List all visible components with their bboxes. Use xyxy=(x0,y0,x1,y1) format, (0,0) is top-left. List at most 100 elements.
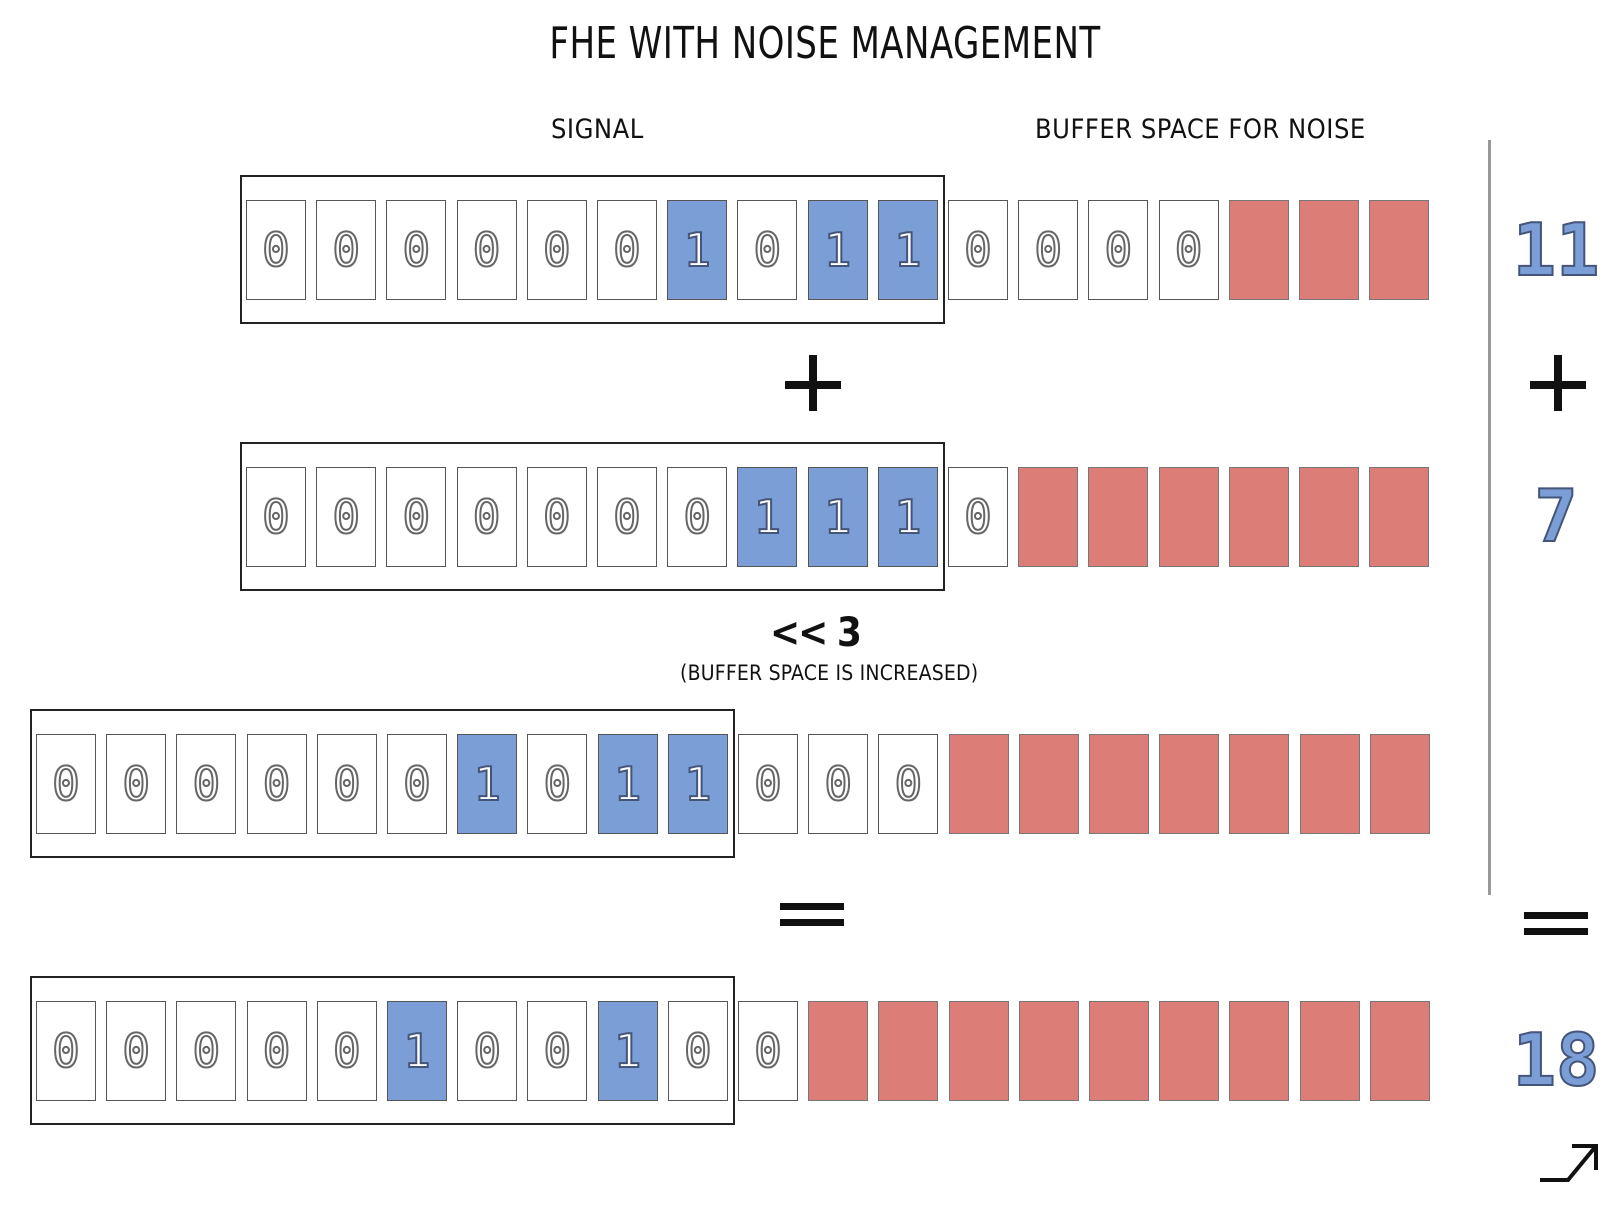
noise-cell xyxy=(1229,1001,1290,1101)
bit-cell: 0 xyxy=(246,734,307,834)
bit-cell: 0 xyxy=(176,734,237,834)
noise-cell xyxy=(1369,734,1430,834)
bit-digit: 0 xyxy=(753,222,783,278)
value-first: 11 xyxy=(1512,207,1601,293)
bit-cell: 0 xyxy=(948,200,1008,300)
bit-cell: 0 xyxy=(878,734,939,834)
bit-cell: 0 xyxy=(527,1001,588,1101)
bit-digit: 0 xyxy=(1033,222,1063,278)
bit-digit: 0 xyxy=(542,222,572,278)
noise-cell xyxy=(1159,1001,1220,1101)
bit-digit: 0 xyxy=(753,756,783,812)
bit-digit: 1 xyxy=(893,222,923,278)
noise-cell xyxy=(1089,1001,1149,1101)
bit-cell: 0 xyxy=(456,467,517,567)
noise-cell xyxy=(1018,467,1079,567)
noise-cell xyxy=(878,1001,939,1101)
bit-cell: 1 xyxy=(667,734,728,834)
bit-cell: 1 xyxy=(877,200,938,300)
bit-digit: 0 xyxy=(472,489,502,545)
bit-cell: 0 xyxy=(387,734,447,834)
signal-frame-row-3 xyxy=(30,709,735,858)
bit-digit: 0 xyxy=(402,222,432,278)
bit-digit: 0 xyxy=(192,756,222,812)
bit-cell: 1 xyxy=(457,734,518,834)
bit-cell: 0 xyxy=(456,200,517,300)
bit-cell: 0 xyxy=(246,200,306,300)
bit-digit: 0 xyxy=(51,756,81,812)
side-plus-operator xyxy=(1530,355,1590,415)
shift-operator: << 3 xyxy=(770,610,862,656)
noise-cell xyxy=(1228,200,1289,300)
bit-cell: 1 xyxy=(807,467,868,567)
bit-cell: 0 xyxy=(738,734,798,834)
bit-digit: 1 xyxy=(893,489,923,545)
bit-cell: 0 xyxy=(667,1001,728,1101)
bit-cell: 0 xyxy=(386,200,447,300)
bit-cell: 1 xyxy=(737,467,798,567)
value-result: 18 xyxy=(1512,1017,1601,1103)
bit-digit: 1 xyxy=(613,1023,643,1079)
noise-cell xyxy=(948,734,1009,834)
bit-cell: 0 xyxy=(316,734,377,834)
bit-digit: 0 xyxy=(542,489,572,545)
bit-digit: 1 xyxy=(613,756,643,812)
bit-cell: 0 xyxy=(36,1001,96,1101)
noise-cell xyxy=(1018,1001,1079,1101)
bit-digit: 0 xyxy=(192,1023,222,1079)
bit-cell: 0 xyxy=(316,1001,377,1101)
bit-digit: 0 xyxy=(262,1023,292,1079)
bit-digit: 0 xyxy=(963,489,993,545)
signal-frame-row-2 xyxy=(240,442,945,591)
noise-cell xyxy=(1228,467,1289,567)
noise-cell xyxy=(808,1001,869,1101)
bit-digit: 0 xyxy=(612,489,642,545)
bit-digit: 0 xyxy=(753,1023,783,1079)
bit-cell: 0 xyxy=(948,467,1008,567)
bit-cell: 1 xyxy=(597,1001,658,1101)
noise-cell xyxy=(1299,200,1359,300)
diagram-title: FHE WITH NOISE MANAGEMENT xyxy=(549,18,1101,69)
bit-digit: 0 xyxy=(402,489,432,545)
divider-line xyxy=(1488,140,1491,895)
noise-cell xyxy=(1088,467,1149,567)
bit-cell: 0 xyxy=(738,1001,798,1101)
bit-digit: 0 xyxy=(332,1023,362,1079)
bit-digit: 1 xyxy=(823,489,853,545)
signal-frame-row-4 xyxy=(30,976,735,1125)
bit-cell: 0 xyxy=(808,734,869,834)
bit-cell: 0 xyxy=(246,1001,307,1101)
bit-cell: 0 xyxy=(1158,200,1219,300)
bit-digit: 0 xyxy=(1174,222,1204,278)
bit-cell: 0 xyxy=(667,467,728,567)
bit-cell: 0 xyxy=(526,467,587,567)
noise-cell xyxy=(1229,734,1290,834)
noise-cell xyxy=(1299,467,1359,567)
bit-cell: 0 xyxy=(36,734,96,834)
bit-digit: 0 xyxy=(612,222,642,278)
bit-cell: 0 xyxy=(597,200,657,300)
equals-operator xyxy=(780,903,844,929)
bit-digit: 0 xyxy=(121,756,151,812)
bit-digit: 0 xyxy=(682,489,712,545)
bit-digit: 0 xyxy=(823,756,853,812)
bit-cell: 1 xyxy=(877,467,938,567)
bit-cell: 0 xyxy=(597,467,657,567)
noise-cell xyxy=(1089,734,1149,834)
bit-cell: 1 xyxy=(597,734,658,834)
noise-cell xyxy=(1299,734,1360,834)
bit-digit: 0 xyxy=(261,222,291,278)
buffer-header: BUFFER SPACE FOR NOISE xyxy=(1035,114,1366,145)
noise-cell xyxy=(1158,467,1219,567)
bit-cell: 0 xyxy=(386,467,447,567)
noise-cell xyxy=(1018,734,1079,834)
bit-digit: 0 xyxy=(262,756,292,812)
bit-cell: 0 xyxy=(246,467,306,567)
bit-cell: 0 xyxy=(316,200,377,300)
bit-cell: 0 xyxy=(1088,200,1149,300)
signal-header: SIGNAL xyxy=(551,114,644,145)
noise-cell xyxy=(1369,200,1430,300)
bit-digit: 0 xyxy=(121,1023,151,1079)
noise-cell xyxy=(948,1001,1009,1101)
bit-cell: 0 xyxy=(737,200,798,300)
